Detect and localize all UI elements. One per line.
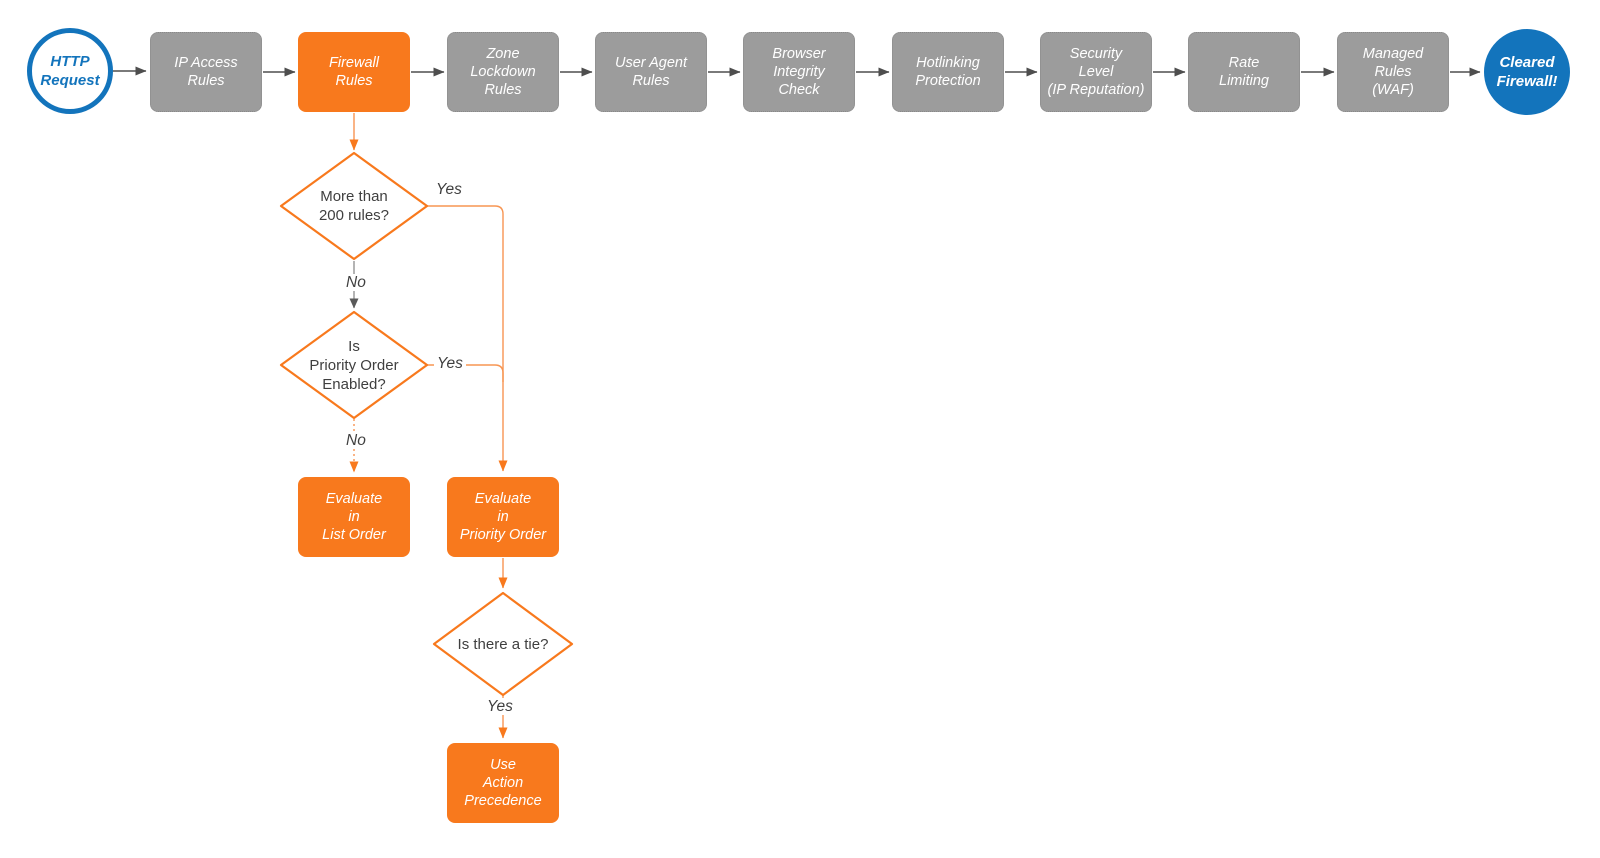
action-label: Evaluate in Priority Order — [459, 491, 547, 543]
end-node-label: Cleared Firewall! — [1496, 54, 1558, 90]
decision3-label: Is there a tie? — [457, 635, 549, 653]
stage-hotlinking-protection: Hotlinking Protection — [892, 32, 1004, 112]
edge-label-yes1: Yes — [436, 181, 462, 198]
stage-label: Firewall Rules — [329, 55, 379, 89]
action-use-action-precedence: Use Action Precedence — [447, 743, 559, 823]
stage-label: Security Level (IP Reputation) — [1047, 46, 1145, 98]
stage-user-agent-rules: User Agent Rules — [595, 32, 707, 112]
stage-label: Rate Limiting — [1219, 55, 1269, 89]
stage-label: IP Access Rules — [174, 55, 238, 89]
edge-label-yes2: Yes — [434, 355, 466, 372]
start-node-http-request: HTTP Request — [27, 28, 113, 114]
stage-firewall-rules: Firewall Rules — [298, 32, 410, 112]
stage-zone-lockdown-rules: Zone Lockdown Rules — [447, 32, 559, 112]
action-label: Use Action Precedence — [464, 757, 542, 809]
stage-ip-access-rules: IP Access Rules — [150, 32, 262, 112]
stage-label: Hotlinking Protection — [915, 55, 981, 89]
stage-label: User Agent Rules — [615, 55, 687, 89]
action-label: Evaluate in List Order — [322, 491, 386, 543]
edge-label-no2: No — [343, 432, 369, 449]
edge-label-no1: No — [343, 274, 369, 291]
stage-label: Browser Integrity Check — [772, 46, 826, 98]
end-node-cleared-firewall: Cleared Firewall! — [1484, 29, 1570, 115]
decision2-priority-order-enabled: Is Priority Order Enabled? — [284, 315, 424, 415]
decision2-label: Is Priority Order Enabled? — [309, 337, 399, 393]
decision1-more-than-200-rules: More than 200 rules? — [284, 156, 424, 256]
stage-browser-integrity-check: Browser Integrity Check — [743, 32, 855, 112]
stage-managed-rules-waf: Managed Rules (WAF) — [1337, 32, 1449, 112]
edge-decision1-yes-to-priority-order — [427, 205, 508, 472]
action-evaluate-list-order: Evaluate in List Order — [298, 477, 410, 557]
start-node-label: HTTP Request — [40, 53, 100, 89]
stage-label: Managed Rules (WAF) — [1362, 46, 1424, 98]
edge-label-yes3: Yes — [484, 698, 516, 715]
stage-rate-limiting: Rate Limiting — [1188, 32, 1300, 112]
decision1-label: More than 200 rules? — [318, 188, 390, 224]
stage-security-level: Security Level (IP Reputation) — [1040, 32, 1152, 112]
stage-label: Zone Lockdown Rules — [470, 46, 536, 98]
decision3-is-there-a-tie: Is there a tie? — [436, 596, 570, 692]
action-evaluate-priority-order: Evaluate in Priority Order — [447, 477, 559, 557]
